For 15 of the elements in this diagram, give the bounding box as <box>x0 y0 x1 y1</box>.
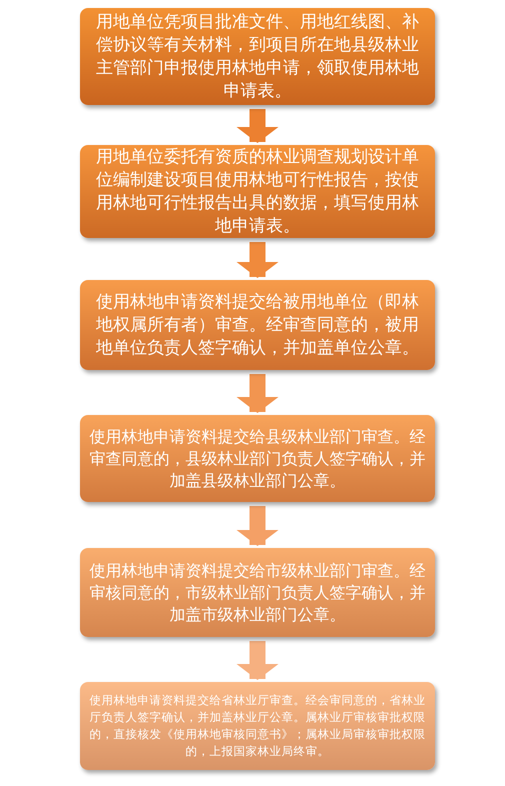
step-text: 使用林地申请资料提交给县级林业部门审查。经审查同意的，县级林业部门负责人签字确认，并加盖县级林业部门公章。 <box>88 426 426 492</box>
step-text: 使用林地申请资料提交给被用地单位（即林地权属所有者）审查。经审查同意的，被用地单位负责人签字确认，并加盖单位公章。 <box>95 290 420 360</box>
down-arrow <box>236 242 278 278</box>
process-box <box>80 682 435 770</box>
down-arrow <box>236 374 278 413</box>
process-box <box>80 280 435 370</box>
step-text: 用地单位委托有资质的林业调查规划设计单位编制建设项目使用林地可行性报告，按使用林地可行性报告出具的数据，填写使用林地申请表。 <box>95 146 420 238</box>
step-text: 用地单位凭项目批准文件、用地红线图、补偿协议等有关材料，到项目所在地县级林业主管部门申报使用林地申请，领取使用林地申请表。 <box>95 10 420 102</box>
step-text: 使用林地申请资料提交给省林业厅审查。经会审同意的，省林业厅负责人签字确认，并加盖林业厅公章。属林业厅审核审批权限的，直接核发《使用林地审核同意书》；属林业局审核审批权限的，上报国家林业局终审。 <box>88 692 426 760</box>
step-text: 使用林地申请资料提交给市级林业部门审查。经审核同意的，市级林业部门负责人签字确认，并加盖市级林业部门公章。 <box>88 560 426 626</box>
process-box <box>80 548 435 637</box>
down-arrow <box>236 641 278 680</box>
down-arrow <box>236 109 278 143</box>
down-arrow <box>236 506 278 546</box>
process-box <box>80 415 435 502</box>
